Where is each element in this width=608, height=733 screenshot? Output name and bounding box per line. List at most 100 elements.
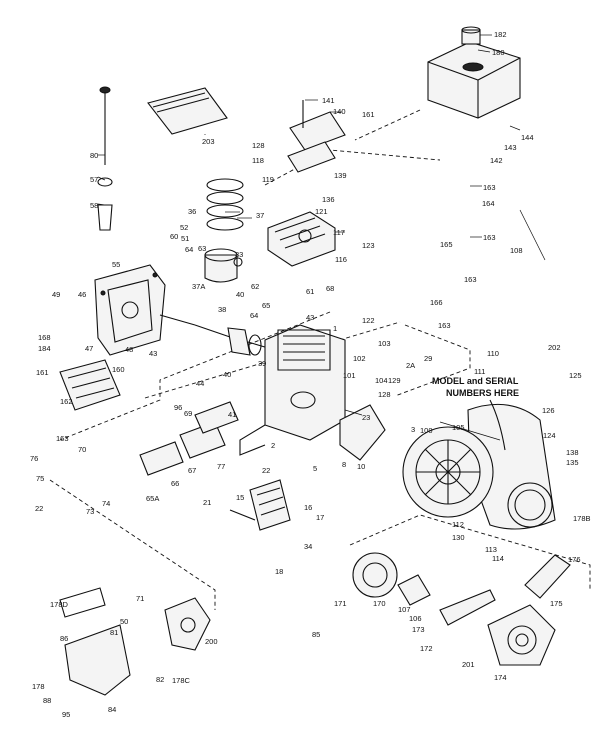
callout: 43	[306, 313, 314, 322]
callout: 130	[452, 533, 465, 542]
callout: 170	[373, 599, 386, 608]
model-serial-note-line2: NUMBERS HERE	[446, 388, 519, 398]
callout: 86	[60, 634, 68, 643]
callout: 117	[333, 228, 345, 237]
callout: 161	[362, 110, 375, 119]
callout: 126	[542, 406, 555, 415]
control-bracket	[59, 587, 131, 696]
callout: 123	[362, 241, 375, 250]
engine-block	[239, 324, 346, 456]
fuel-tank	[427, 26, 521, 119]
callout: 16	[304, 503, 312, 512]
group-outline-tank	[354, 109, 421, 141]
callout: 162	[60, 397, 73, 406]
callout: 36	[188, 207, 196, 216]
callout: 17	[316, 513, 324, 522]
callout: 102	[353, 354, 366, 363]
callout: 66	[171, 479, 179, 488]
piston	[204, 248, 243, 283]
callout: 106	[409, 614, 422, 623]
callout: 101	[343, 371, 356, 380]
callout: 128	[252, 141, 265, 150]
callout: 62	[251, 282, 259, 291]
callout: 41	[228, 410, 236, 419]
cylinder-head	[267, 211, 336, 267]
rope-guide	[439, 589, 496, 626]
callout: 95	[62, 710, 70, 719]
callout: 164	[482, 199, 495, 208]
callout: 63	[198, 244, 206, 253]
callout: 110	[487, 349, 499, 358]
callout: 168	[38, 333, 51, 342]
callout: 23	[362, 413, 370, 422]
callout: 180	[492, 48, 505, 57]
callout: 182	[494, 30, 507, 39]
callout: 74	[102, 499, 110, 508]
callout: 8	[342, 460, 346, 469]
callout: 116	[335, 255, 347, 264]
callout: 104	[375, 376, 388, 385]
callout: 173	[412, 625, 425, 634]
callout: 88	[43, 696, 51, 705]
callout: 142	[490, 156, 503, 165]
callout: 166	[430, 298, 443, 307]
callout: 47	[85, 344, 93, 353]
callout: 203	[202, 137, 215, 146]
callout: 113	[485, 545, 497, 554]
callout: 96	[174, 403, 182, 412]
callout: 163	[464, 275, 477, 284]
callout: 15	[236, 493, 244, 502]
callout: 76	[30, 454, 38, 463]
group-outline-main	[394, 324, 471, 397]
callout: 58	[90, 201, 98, 210]
piston-rings	[206, 178, 244, 231]
callout: 2	[271, 441, 275, 450]
callout: 33	[235, 250, 243, 259]
callout: 65	[262, 301, 270, 310]
callout: 5	[313, 464, 317, 473]
note-arrow	[489, 399, 506, 451]
callout: 77	[217, 462, 225, 471]
callout: 108	[510, 246, 523, 255]
callout: 125	[569, 371, 582, 380]
crankcase-cover	[94, 264, 166, 356]
callout: 75	[36, 474, 44, 483]
callout: 48	[125, 345, 133, 354]
callout: 39	[258, 359, 266, 368]
callout: 178	[32, 682, 45, 691]
callout: 163	[483, 183, 496, 192]
starter-handle	[524, 554, 571, 599]
callout: 124	[543, 431, 556, 440]
callout: 71	[136, 594, 144, 603]
callout: 60	[170, 232, 178, 241]
callout: 178C	[172, 676, 191, 685]
callout: 64	[185, 245, 193, 254]
callout: 69	[184, 409, 192, 418]
crankshaft	[159, 314, 276, 356]
rewind-starter	[487, 604, 556, 666]
dipstick	[97, 86, 113, 231]
callout: 138	[566, 448, 579, 457]
model-serial-note-line1: MODEL and SERIAL	[432, 376, 519, 386]
callout: 178D	[50, 600, 69, 609]
callout: 21	[203, 498, 211, 507]
callout: 105	[452, 423, 465, 432]
callout: 100	[420, 426, 433, 435]
callout: 175	[550, 599, 563, 608]
callout: 107	[398, 605, 411, 614]
callout: 67	[188, 466, 196, 475]
callout: 143	[504, 143, 517, 152]
callout: 122	[362, 316, 375, 325]
carburetor	[164, 597, 211, 651]
callout: 81	[110, 628, 118, 637]
callout: 128	[378, 390, 391, 399]
callout: 3	[411, 425, 415, 434]
callout: 44	[196, 379, 204, 388]
callout: 202	[548, 343, 561, 352]
callout: 85	[312, 630, 320, 639]
callout: 139	[334, 171, 347, 180]
group-outline-starter	[349, 514, 591, 590]
callout: 176	[568, 555, 581, 564]
callout: 121	[315, 207, 328, 216]
